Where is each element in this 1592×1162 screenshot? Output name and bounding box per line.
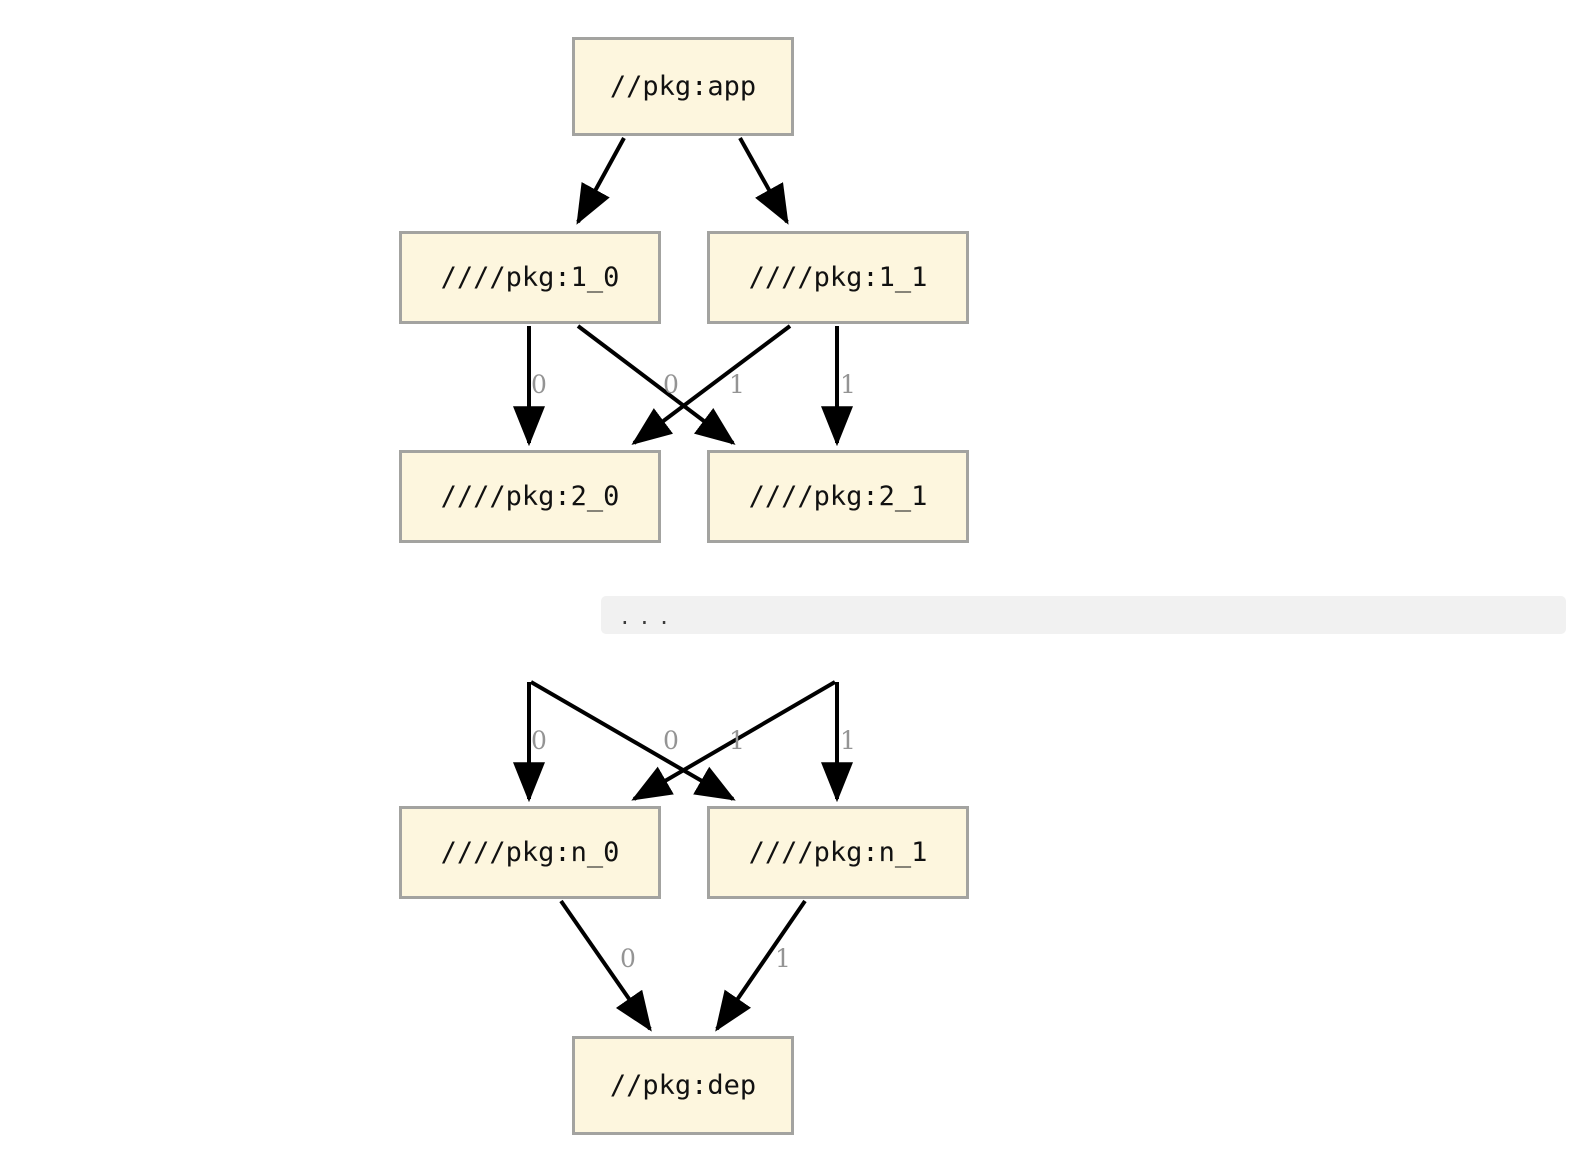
node-2_0[interactable]: ////pkg:2_0	[399, 450, 661, 543]
ellipsis-band: ...	[601, 596, 1566, 634]
node-label: ////pkg:1_1	[748, 262, 928, 293]
node-label: ////pkg:n_0	[440, 837, 620, 868]
edge-1_1-to-2_0	[631, 324, 792, 445]
edge-label-elided-n_1: 1	[840, 726, 856, 755]
edge-label-1_0-2_0: 0	[531, 370, 547, 399]
edge-label-1_0-2_1: 0	[663, 370, 679, 399]
node-n_0[interactable]: ////pkg:n_0	[399, 806, 661, 899]
ellipsis-text: ...	[621, 602, 680, 630]
edge-label-1_1-2_1: 1	[840, 370, 856, 399]
node-app[interactable]: //pkg:app	[572, 37, 794, 136]
edge-elided-to-n_0-cross	[631, 680, 837, 801]
edge-label-1_1-2_0: 1	[729, 370, 745, 399]
node-label: ////pkg:2_1	[748, 481, 928, 512]
edge-label-elided-n_1-cross: 0	[663, 726, 679, 755]
node-n_1[interactable]: ////pkg:n_1	[707, 806, 969, 899]
node-2_1[interactable]: ////pkg:2_1	[707, 450, 969, 543]
node-label: ////pkg:n_1	[748, 837, 928, 868]
edge-1_0-to-2_1	[576, 324, 736, 445]
edge-n_1-to-dep	[715, 899, 807, 1032]
node-label: ////pkg:2_0	[440, 481, 620, 512]
edge-app-to-1_0	[576, 137, 626, 225]
node-label: //pkg:dep	[609, 1070, 757, 1101]
node-label: //pkg:app	[609, 71, 757, 102]
edge-label-n_1-dep: 1	[775, 944, 791, 973]
edge-label-elided-n_0: 0	[531, 726, 547, 755]
node-dep[interactable]: //pkg:dep	[572, 1036, 794, 1135]
node-1_1[interactable]: ////pkg:1_1	[707, 231, 969, 324]
edge-elided-to-n_1-cross	[529, 680, 736, 801]
node-label: ////pkg:1_0	[440, 262, 620, 293]
node-1_0[interactable]: ////pkg:1_0	[399, 231, 661, 324]
edge-label-elided-n_0-cross: 1	[729, 726, 745, 755]
edge-app-to-1_1	[738, 137, 789, 225]
edge-n_0-to-dep	[559, 899, 652, 1032]
edge-label-n_0-dep: 0	[620, 944, 636, 973]
